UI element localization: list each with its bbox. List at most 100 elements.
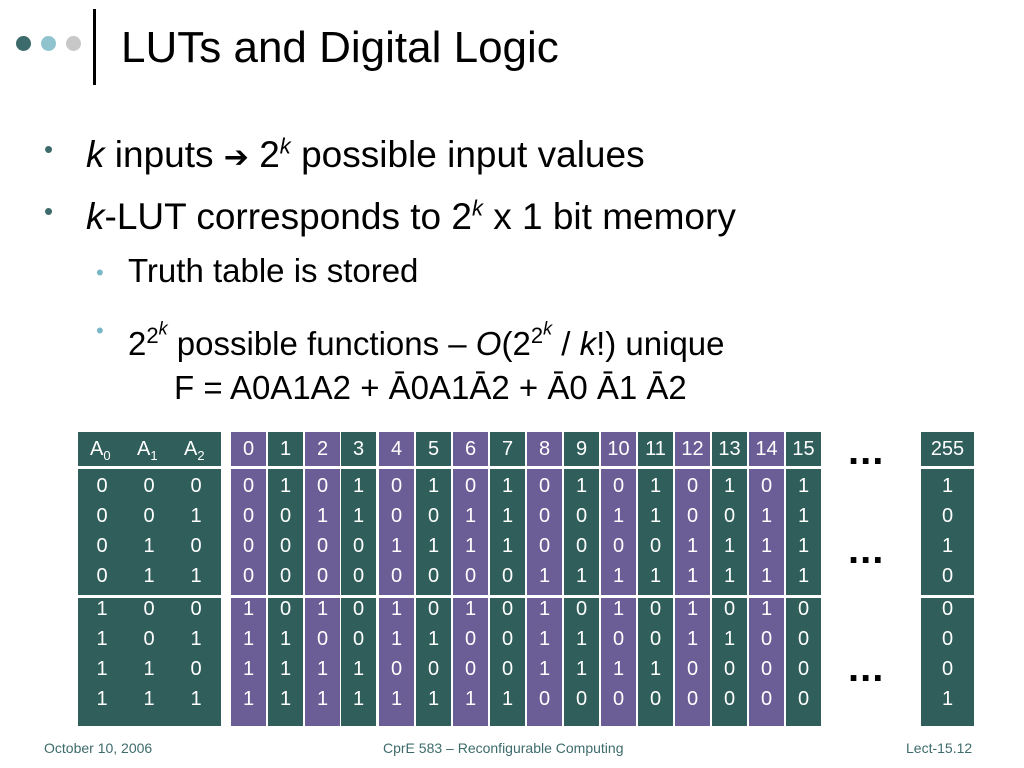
input-cell: 0 (190, 475, 202, 497)
function-cell: 0 (538, 475, 551, 497)
bullet-2-rest: x 1 bit memory (482, 196, 736, 238)
table-separator (712, 595, 747, 598)
input-cell: 0 (96, 535, 108, 557)
input-cell: 0 (96, 505, 108, 527)
function-header: 11 (645, 438, 666, 460)
table-separator (527, 466, 562, 469)
table-separator (786, 466, 821, 469)
function-cell: 0 (760, 688, 773, 710)
function-cell: 0 (316, 565, 329, 587)
table-separator (490, 466, 525, 469)
sub2-k: k (579, 325, 597, 363)
function-cell: 0 (797, 628, 810, 650)
function-cell: 0 (427, 565, 440, 587)
function-cell: 0 (941, 628, 954, 650)
function-cell: 0 (501, 598, 514, 620)
table-separator (638, 595, 673, 598)
table-separator (78, 466, 221, 469)
function-cell: 0 (760, 658, 773, 680)
function-cell: 0 (316, 535, 329, 557)
function-cell: 1 (501, 475, 514, 497)
input-header-label: A1 (137, 432, 158, 473)
function-cell: 0 (941, 598, 954, 620)
table-separator (453, 595, 488, 598)
function-header: 15 (792, 438, 815, 460)
function-cell: 1 (941, 688, 954, 710)
function-cell: 1 (538, 658, 551, 680)
function-cell: 1 (575, 628, 588, 650)
function-cell: 0 (538, 535, 551, 557)
function-cell: 1 (242, 658, 255, 680)
sub2-d: possible functions – (167, 325, 476, 363)
function-cell: 1 (612, 565, 625, 587)
input-cell: 1 (143, 688, 155, 710)
function-cell: 1 (316, 598, 329, 620)
function-cell: 0 (575, 535, 588, 557)
input-header-letter: A (184, 438, 198, 460)
function-cell: 0 (279, 598, 292, 620)
input-cell: 0 (143, 475, 155, 497)
function-cell: 1 (242, 598, 255, 620)
table-separator (712, 466, 747, 469)
function-header: 255 (930, 438, 965, 460)
input-cell: 1 (143, 535, 155, 557)
function-cell: 1 (760, 598, 773, 620)
function-cell: 0 (464, 565, 477, 587)
dot-2 (41, 36, 56, 51)
table-separator (416, 466, 451, 469)
function-cell: 0 (279, 565, 292, 587)
function-header: 0 (242, 438, 255, 460)
function-cell: 0 (279, 505, 292, 527)
function-cell: 1 (723, 628, 736, 650)
function-cell: 1 (279, 658, 292, 680)
function-header: 14 (755, 438, 778, 460)
input-cell: 0 (143, 598, 155, 620)
function-cell: 0 (723, 598, 736, 620)
input-header-letter: A (137, 438, 151, 460)
function-cell: 1 (501, 505, 514, 527)
function-header: 1 (279, 438, 292, 460)
input-cell: 0 (143, 628, 155, 650)
bullet-1: • k inputs ➔ 2k possible input values (44, 125, 645, 180)
input-header-sub: 0 (103, 448, 111, 463)
function-cell: 0 (538, 688, 551, 710)
function-cell: 0 (501, 658, 514, 680)
function-cell: 0 (649, 628, 662, 650)
function-cell: 1 (941, 535, 954, 557)
table-separator (268, 595, 303, 598)
function-cell: 1 (538, 565, 551, 587)
function-cell: 1 (575, 658, 588, 680)
input-cell: 1 (96, 688, 108, 710)
function-cell: 1 (686, 535, 699, 557)
sub-bullet-2: • 22k possible functions – O(22k / k!) u… (96, 309, 725, 364)
sub2-c: k (158, 319, 168, 339)
ellipsis: ... (848, 429, 885, 473)
function-cell: 0 (390, 505, 403, 527)
function-cell: 1 (501, 688, 514, 710)
function-cell: 0 (612, 535, 625, 557)
input-header-sub: 2 (197, 448, 205, 463)
function-cell: 1 (464, 688, 477, 710)
function-cell: 0 (390, 658, 403, 680)
function-cell: 1 (316, 688, 329, 710)
function-cell: 1 (797, 565, 810, 587)
function-cell: 0 (352, 598, 365, 620)
title-divider (93, 9, 96, 85)
bullet-1-rest: possible input values (290, 134, 645, 176)
function-cell: 1 (427, 535, 440, 557)
function-cell: 0 (686, 505, 699, 527)
function-cell: 1 (464, 505, 477, 527)
table-separator (379, 595, 414, 598)
bullet-1-sup: k (279, 134, 291, 159)
function-header: 4 (390, 438, 403, 460)
sub2-a: 2 (128, 325, 147, 363)
function-cell: 1 (390, 535, 403, 557)
